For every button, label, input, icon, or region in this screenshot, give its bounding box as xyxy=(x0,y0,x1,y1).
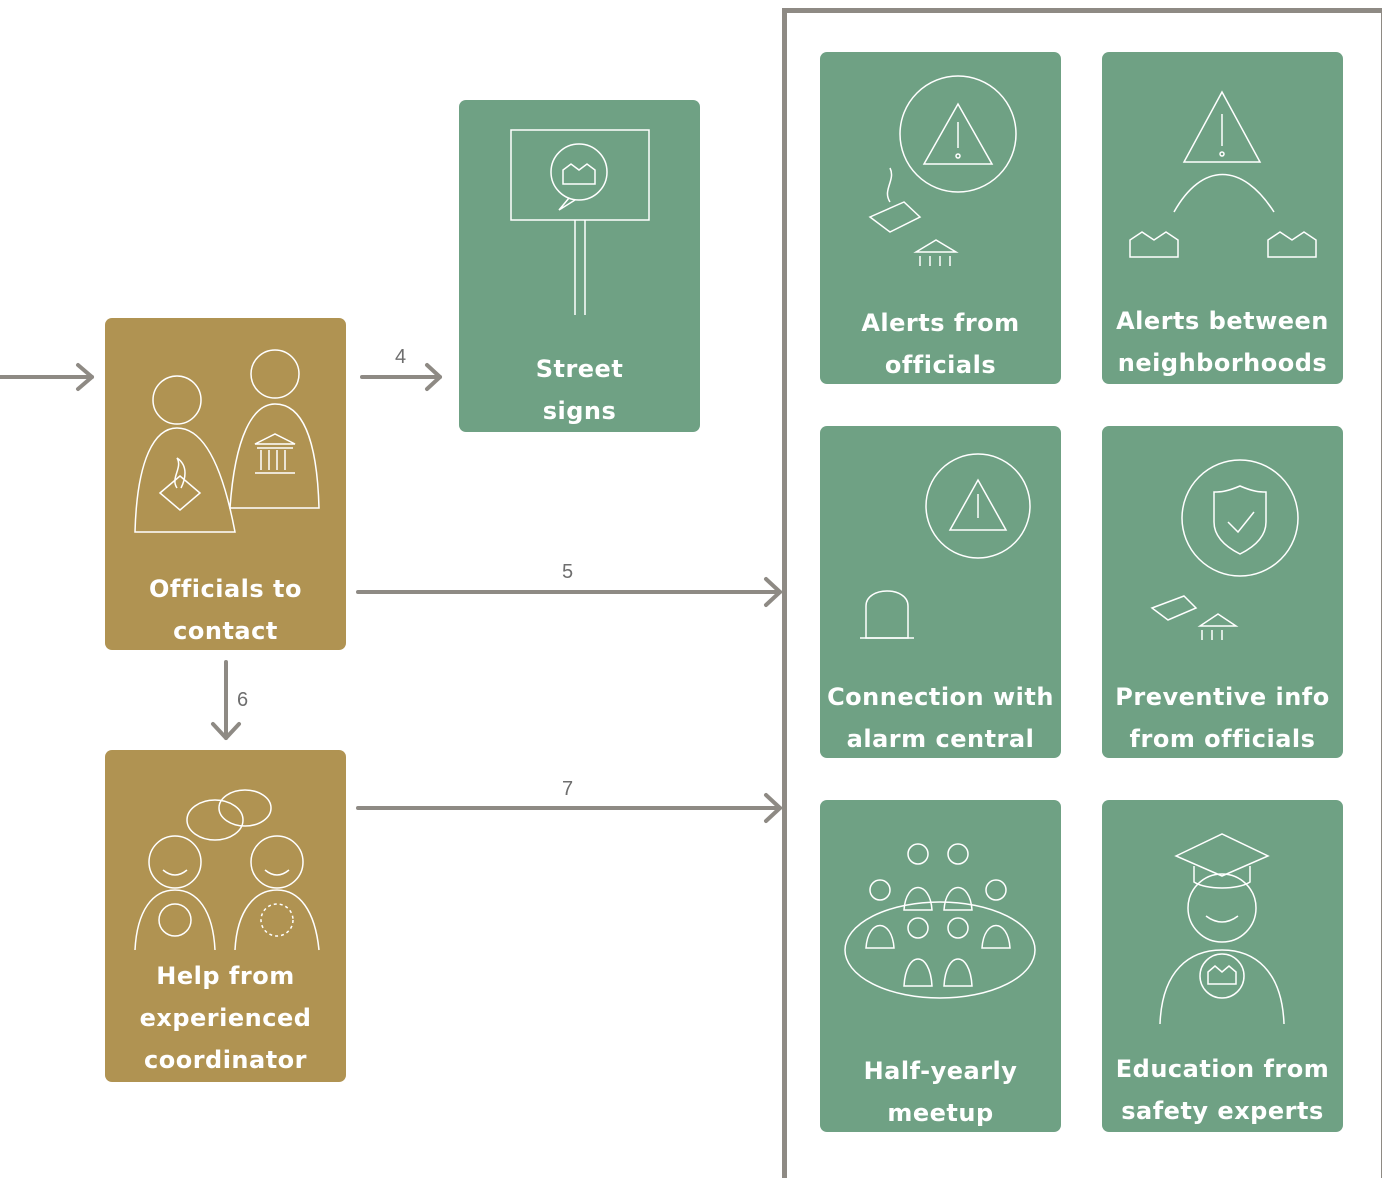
preventive-info-label: Preventive info from officials xyxy=(1115,683,1330,753)
alerts-officials-card[interactable]: Alerts from officials xyxy=(820,52,1061,384)
alert-bubble-icon xyxy=(868,75,1017,266)
coordinator-card[interactable]: Help from experienced coordinator xyxy=(105,750,346,1082)
officials-card[interactable]: Officials to contact xyxy=(105,318,346,650)
arrow-7-label: 7 xyxy=(562,778,574,800)
alarm-central-label: Connection with alarm central xyxy=(827,683,1054,753)
neighborhood-exchange-icon xyxy=(1129,90,1317,258)
graduate-icon xyxy=(1159,833,1285,1025)
street-signs-card[interactable]: Street signs xyxy=(459,100,700,432)
officials-icon xyxy=(134,349,320,533)
officials-label: Officials to contact xyxy=(149,575,302,645)
arrow-6-label: 6 xyxy=(237,689,249,711)
education-card[interactable]: Education from safety experts xyxy=(1102,800,1343,1132)
education-label: Education from safety experts xyxy=(1115,1055,1330,1125)
meetup-label: Half-yearly meetup xyxy=(863,1057,1018,1127)
preventive-info-card[interactable]: Preventive info from officials xyxy=(1102,426,1343,758)
alerts-officials-label: Alerts from officials xyxy=(861,309,1020,379)
street-sign-icon xyxy=(510,129,650,315)
arrow-5-label: 5 xyxy=(562,561,574,583)
meetup-group-icon xyxy=(844,843,1036,999)
alarm-siren-icon xyxy=(860,453,1031,639)
meetup-card[interactable]: Half-yearly meetup xyxy=(820,800,1061,1132)
alerts-neighborhoods-card[interactable]: Alerts between neighborhoods xyxy=(1102,52,1343,384)
arrow-4-label: 4 xyxy=(395,346,407,368)
coordinator-label: Help from experienced coordinator xyxy=(139,962,312,1074)
street-signs-label: Street signs xyxy=(535,355,624,425)
shield-bubble-icon xyxy=(1150,459,1299,640)
alarm-central-card[interactable]: Connection with alarm central xyxy=(820,426,1061,758)
alerts-neighborhoods-label: Alerts between neighborhoods xyxy=(1116,307,1329,377)
coordinator-icon xyxy=(134,789,320,951)
